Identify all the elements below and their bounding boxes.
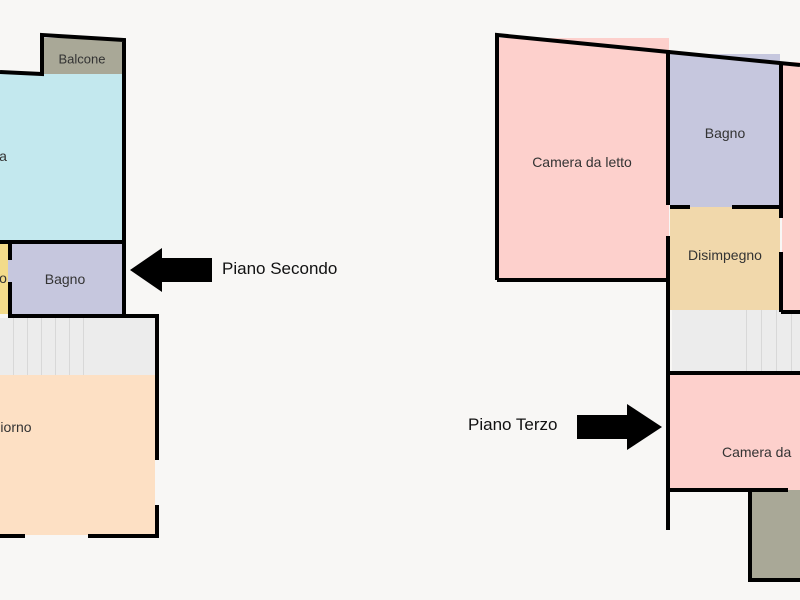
corridor-label: o: [0, 270, 7, 286]
piano-secondo-label: Piano Secondo: [222, 259, 338, 278]
camera-bottom-label: Camera da: [722, 444, 792, 460]
balcony-right: [752, 490, 800, 578]
camera-letto-label: Camera da letto: [532, 154, 632, 170]
soggiorno-label: iorno: [0, 419, 32, 435]
cyan-room: [0, 74, 122, 240]
arrow-right-icon: [577, 404, 662, 450]
bagno-left-room: [8, 244, 122, 314]
disimpegno-room: [670, 207, 780, 310]
camera-bottom-room: [670, 375, 800, 490]
right-edge-room: [782, 62, 800, 312]
piano-terzo-label: Piano Terzo: [468, 415, 558, 434]
stairs-landing-right: [672, 310, 742, 372]
balcone-label: Balcone: [58, 51, 106, 67]
disimpegno-label: Disimpegno: [688, 247, 762, 263]
corridor-room: [0, 244, 8, 314]
arrow-left-icon: [130, 248, 212, 292]
bagno-right-room: [670, 54, 780, 207]
cyan-room-label: a: [0, 148, 7, 164]
stairs-landing-left: [92, 318, 154, 375]
bagno-left-label: Bagno: [44, 271, 86, 287]
balcone-room: [42, 38, 122, 76]
camera-letto-room: [497, 38, 669, 280]
bagno-right-label: Bagno: [704, 125, 746, 141]
